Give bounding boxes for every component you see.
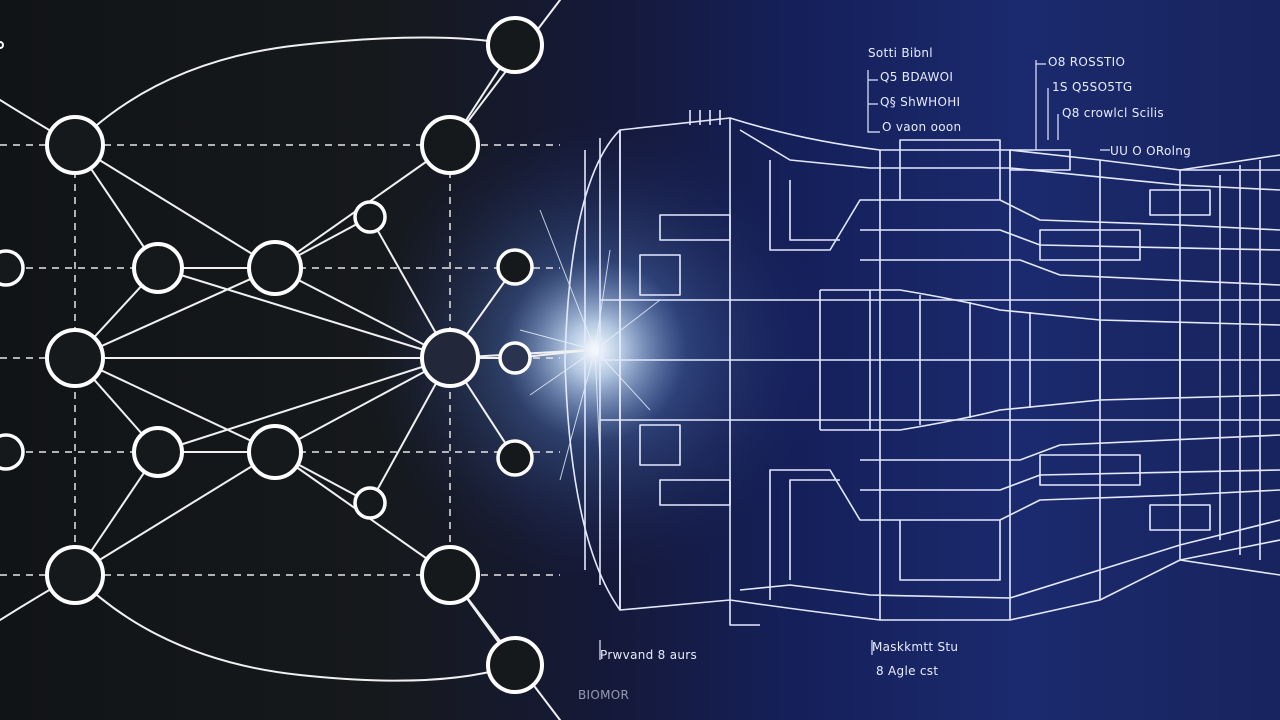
node: [498, 341, 532, 375]
node: [247, 240, 303, 296]
annotation-label: O8 ROSSTIO: [1048, 55, 1126, 69]
node: [353, 486, 387, 520]
annotation-label: Maskkmtt Stu: [872, 640, 959, 654]
node: [496, 248, 534, 286]
node: [496, 439, 534, 477]
node: [420, 328, 480, 388]
annotation-label: Q§ ShWHOHI: [880, 95, 961, 109]
annotation-label: Q8 crowlcl Scilis: [1062, 106, 1164, 120]
annotation-label: UU O ORolng: [1110, 144, 1192, 158]
node: [45, 328, 105, 388]
annotation-label: BIOMOR: [578, 688, 630, 702]
engine-blueprint: [564, 110, 1280, 626]
node: [45, 115, 105, 175]
node: [132, 242, 184, 294]
node: [45, 545, 105, 605]
annotation-leaders: [599, 60, 1110, 660]
annotation-label: Prwvand 8 aurs: [600, 648, 698, 662]
node: [486, 636, 544, 694]
annotation-label: Sotti Bibnl: [868, 46, 933, 60]
annotation-label: 8 Agle cst: [876, 664, 939, 678]
node: [420, 115, 480, 175]
node: [0, 249, 25, 287]
annotation-label: Q5 BDAWOI: [880, 70, 954, 84]
annotation-label: 1S Q5SO5TG: [1052, 80, 1133, 94]
light-rays: [519, 209, 661, 481]
node: [0, 433, 25, 471]
node: [247, 424, 303, 480]
annotation-label: O vaon ooon: [882, 120, 962, 134]
node: [486, 16, 544, 74]
node: [353, 200, 387, 234]
node: [132, 426, 184, 478]
node: [420, 545, 480, 605]
node: [0, 41, 4, 49]
network-nodes: [0, 16, 544, 694]
